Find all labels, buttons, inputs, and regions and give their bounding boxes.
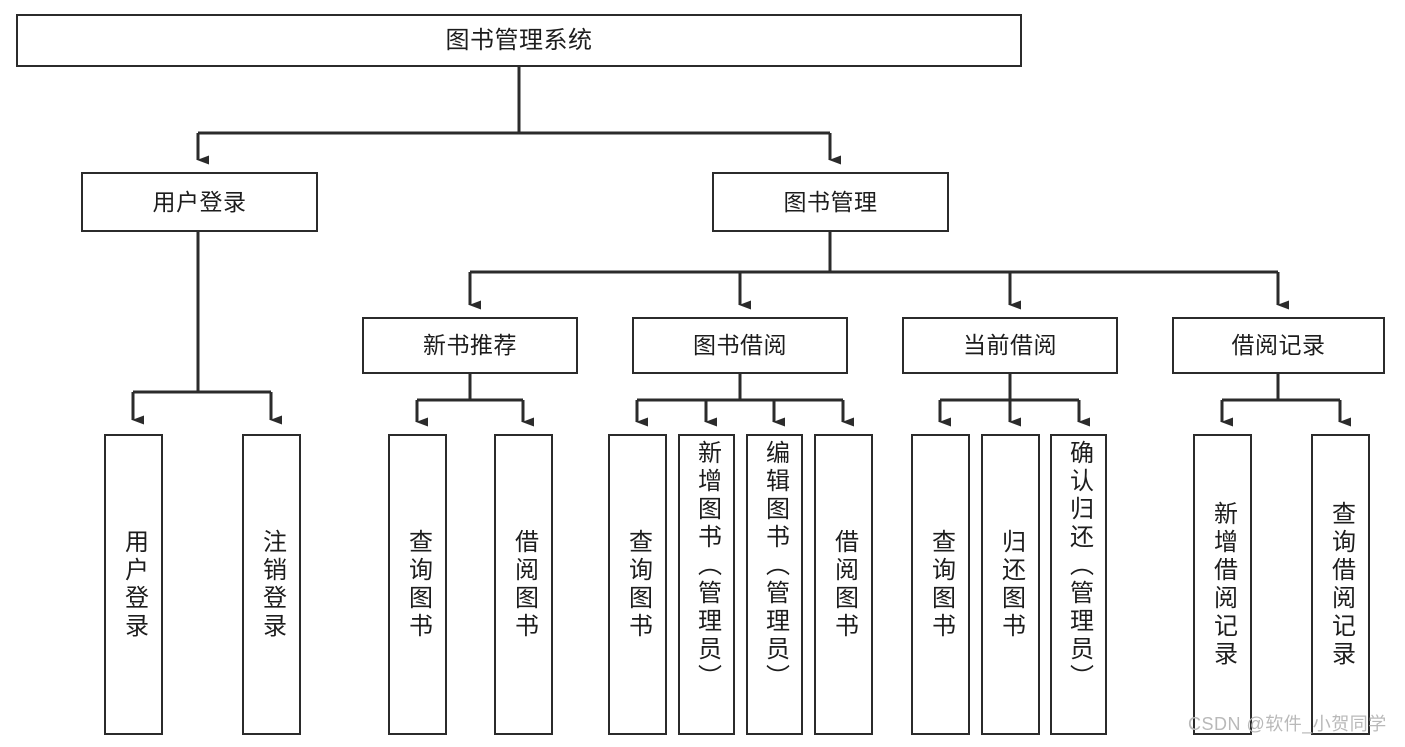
csdn-watermark: CSDN @软件_小贺同学 xyxy=(1188,714,1387,734)
leaf-return-book[interactable]: 归还图书 xyxy=(981,434,1040,735)
node-book-management[interactable]: 图书管理 xyxy=(712,172,949,232)
node-label: 图书管理系统 xyxy=(445,26,593,54)
node-user-login[interactable]: 用户登录 xyxy=(81,172,318,232)
node-label: 查询图书 xyxy=(927,528,955,641)
node-book-borrow[interactable]: 图书借阅 xyxy=(632,317,848,374)
leaf-user-login[interactable]: 用户登录 xyxy=(104,434,163,735)
leaf-query-book-current[interactable]: 查询图书 xyxy=(911,434,970,735)
leaf-borrow-book-borrow[interactable]: 借阅图书 xyxy=(814,434,873,735)
node-label: 查询图书 xyxy=(624,528,652,641)
node-label: 用户登录 xyxy=(120,528,148,641)
node-label: 新书推荐 xyxy=(423,332,517,359)
node-label: 图书借阅 xyxy=(693,332,787,359)
leaf-query-book-borrow[interactable]: 查询图书 xyxy=(608,434,667,735)
node-label: 当前借阅 xyxy=(963,332,1057,359)
node-current-borrow[interactable]: 当前借阅 xyxy=(902,317,1118,374)
leaf-query-book-recommend[interactable]: 查询图书 xyxy=(388,434,447,735)
leaf-add-borrow-record[interactable]: 新增借阅记录 xyxy=(1193,434,1252,735)
leaf-borrow-book-recommend[interactable]: 借阅图书 xyxy=(494,434,553,735)
node-label: 用户登录 xyxy=(152,188,247,215)
node-label: 借阅图书 xyxy=(510,528,538,641)
node-label: 编辑图书（管理员） xyxy=(761,440,789,692)
node-label: 归还图书 xyxy=(997,528,1025,641)
node-label: 借阅记录 xyxy=(1231,332,1326,359)
node-label: 注销登录 xyxy=(258,528,286,641)
leaf-confirm-return-admin[interactable]: 确认归还（管理员） xyxy=(1050,434,1107,735)
node-label: 查询图书 xyxy=(404,528,432,641)
leaf-query-borrow-record[interactable]: 查询借阅记录 xyxy=(1311,434,1370,735)
leaf-add-book-admin[interactable]: 新增图书（管理员） xyxy=(678,434,735,735)
node-borrow-record[interactable]: 借阅记录 xyxy=(1172,317,1385,374)
leaf-edit-book-admin[interactable]: 编辑图书（管理员） xyxy=(746,434,803,735)
node-label: 借阅图书 xyxy=(830,528,858,641)
node-label: 确认归还（管理员） xyxy=(1065,440,1093,692)
node-root-system[interactable]: 图书管理系统 xyxy=(16,14,1022,67)
node-label: 新增借阅记录 xyxy=(1209,500,1237,669)
node-new-book-recommend[interactable]: 新书推荐 xyxy=(362,317,578,374)
node-label: 查询借阅记录 xyxy=(1327,500,1355,669)
node-label: 图书管理 xyxy=(783,188,878,215)
node-label: 新增图书（管理员） xyxy=(693,440,721,692)
leaf-logout-login[interactable]: 注销登录 xyxy=(242,434,301,735)
